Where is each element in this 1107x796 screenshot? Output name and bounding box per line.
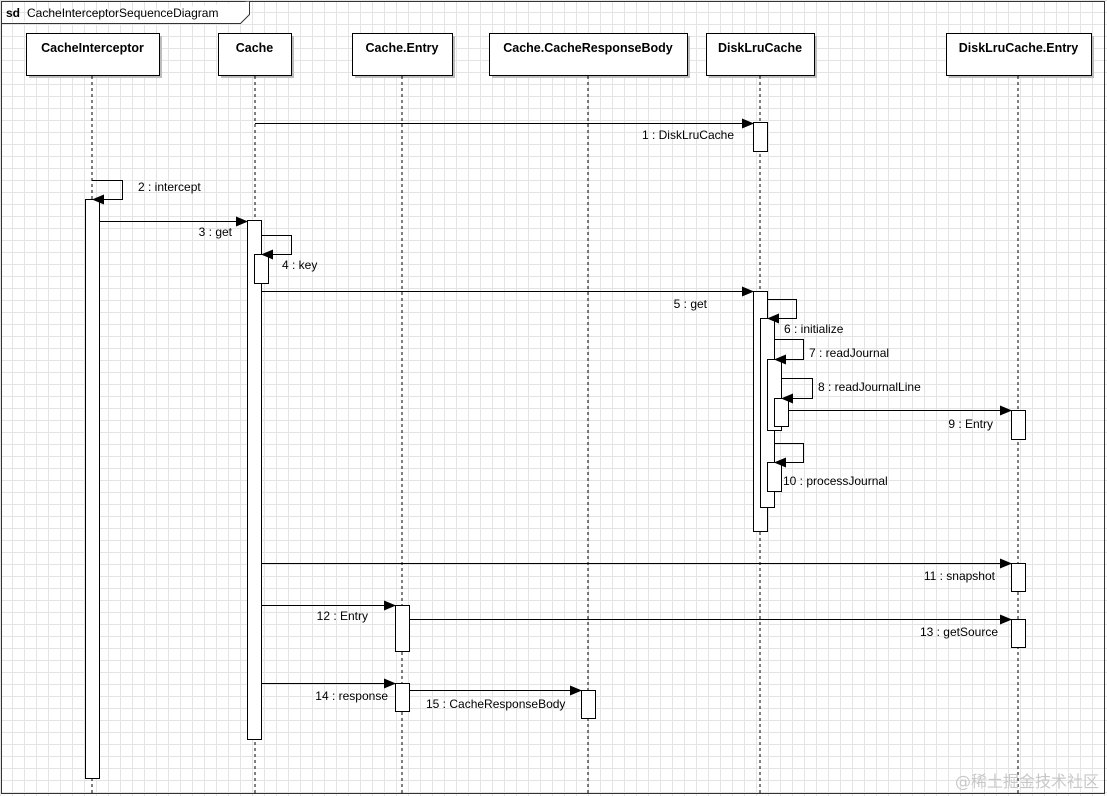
- message-11: 11 : snapshot: [261, 558, 1012, 583]
- activation-bar: [753, 122, 768, 152]
- lifeline-label: CacheInterceptor: [41, 41, 144, 55]
- message-4: 4 : key: [261, 235, 317, 272]
- message-label: 9 : Entry: [948, 417, 993, 431]
- message-2: 2 : intercept: [92, 180, 201, 205]
- message-6: 6 : initialize: [767, 299, 844, 336]
- activation-bar: [395, 605, 410, 652]
- activation-bar: [767, 462, 782, 492]
- lifeline-disklrucache-entry: DiskLruCache.Entry: [946, 33, 1094, 793]
- activation-bar: [1011, 619, 1026, 648]
- lifeline-label: DiskLruCache.Entry: [959, 41, 1079, 55]
- watermark: @稀土掘金技术社区: [954, 772, 1099, 791]
- message-label: 2 : intercept: [138, 180, 201, 194]
- message-13: 13 : getSource: [409, 614, 1012, 639]
- message-15: 15 : CacheResponseBody: [409, 685, 582, 711]
- activation-bar: [581, 690, 596, 719]
- message-label: 4 : key: [282, 258, 317, 272]
- message-label: 13 : getSource: [920, 625, 998, 639]
- activation-bar: [774, 398, 789, 427]
- lifeline-cache: Cache: [218, 33, 294, 793]
- message-8: 8 : readJournalLine: [781, 378, 921, 404]
- lifeline-cache-entry: Cache.Entry: [352, 33, 455, 793]
- message-label: 14 : response: [315, 689, 388, 703]
- message-label: 11 : snapshot: [924, 569, 996, 583]
- message-10: 10 : processJournal: [774, 443, 888, 488]
- lifeline-label: Cache.Entry: [366, 41, 439, 55]
- lifeline-box: [352, 33, 453, 76]
- activation-bar: [247, 220, 262, 740]
- lifeline-label: Cache: [236, 41, 274, 55]
- activation-bar: [85, 199, 100, 779]
- frame-keyword: sd: [6, 6, 20, 20]
- lifeline-box: [706, 33, 815, 76]
- message-label: 6 : initialize: [784, 322, 844, 336]
- message-label: 5 : get: [674, 297, 708, 311]
- lifeline-box: [218, 33, 292, 76]
- message-7: 7 : readJournal: [774, 339, 889, 365]
- lifeline-cacheinterceptor: CacheInterceptor: [26, 33, 162, 793]
- lifeline-label: DiskLruCache: [718, 41, 802, 55]
- self-message-arrow: [767, 299, 797, 324]
- message-label: 7 : readJournal: [809, 346, 889, 360]
- activation-bar: [395, 683, 410, 712]
- self-message-arrow: [261, 235, 292, 260]
- message-9: 9 : Entry: [788, 405, 1012, 431]
- lifeline-box: [489, 33, 688, 76]
- self-message-arrow: [92, 180, 123, 205]
- lifeline-disklrucache: DiskLruCache: [706, 33, 817, 793]
- message-label: 10 : processJournal: [783, 474, 888, 488]
- self-message-arrow: [774, 443, 804, 468]
- message-label: 15 : CacheResponseBody: [426, 697, 565, 711]
- message-5: 5 : get: [261, 286, 754, 311]
- self-message-arrow: [774, 339, 804, 365]
- message-label: 12 : Entry: [317, 609, 368, 623]
- activation-bar: [1011, 563, 1026, 592]
- message-12: 12 : Entry: [261, 600, 396, 623]
- message-label: 1 : DiskLruCache: [642, 128, 734, 142]
- activation-bar: [1011, 410, 1026, 440]
- frame-title-tab: [1, 1, 250, 24]
- message-14: 14 : response: [261, 678, 396, 703]
- frame-title: CacheInterceptorSequenceDiagram: [27, 6, 218, 20]
- message-label: 3 : get: [199, 225, 233, 239]
- lifeline-box: [946, 33, 1092, 76]
- self-message-arrow: [781, 378, 813, 404]
- lifeline-label: Cache.CacheResponseBody: [503, 41, 673, 55]
- activation-bar: [254, 254, 269, 284]
- message-label: 8 : readJournalLine: [818, 380, 921, 394]
- lifeline-box: [26, 33, 160, 76]
- message-3: 3 : get: [99, 216, 248, 239]
- message-1: 1 : DiskLruCache: [255, 118, 754, 142]
- lifeline-cacheresponsebody: Cache.CacheResponseBody: [489, 33, 690, 793]
